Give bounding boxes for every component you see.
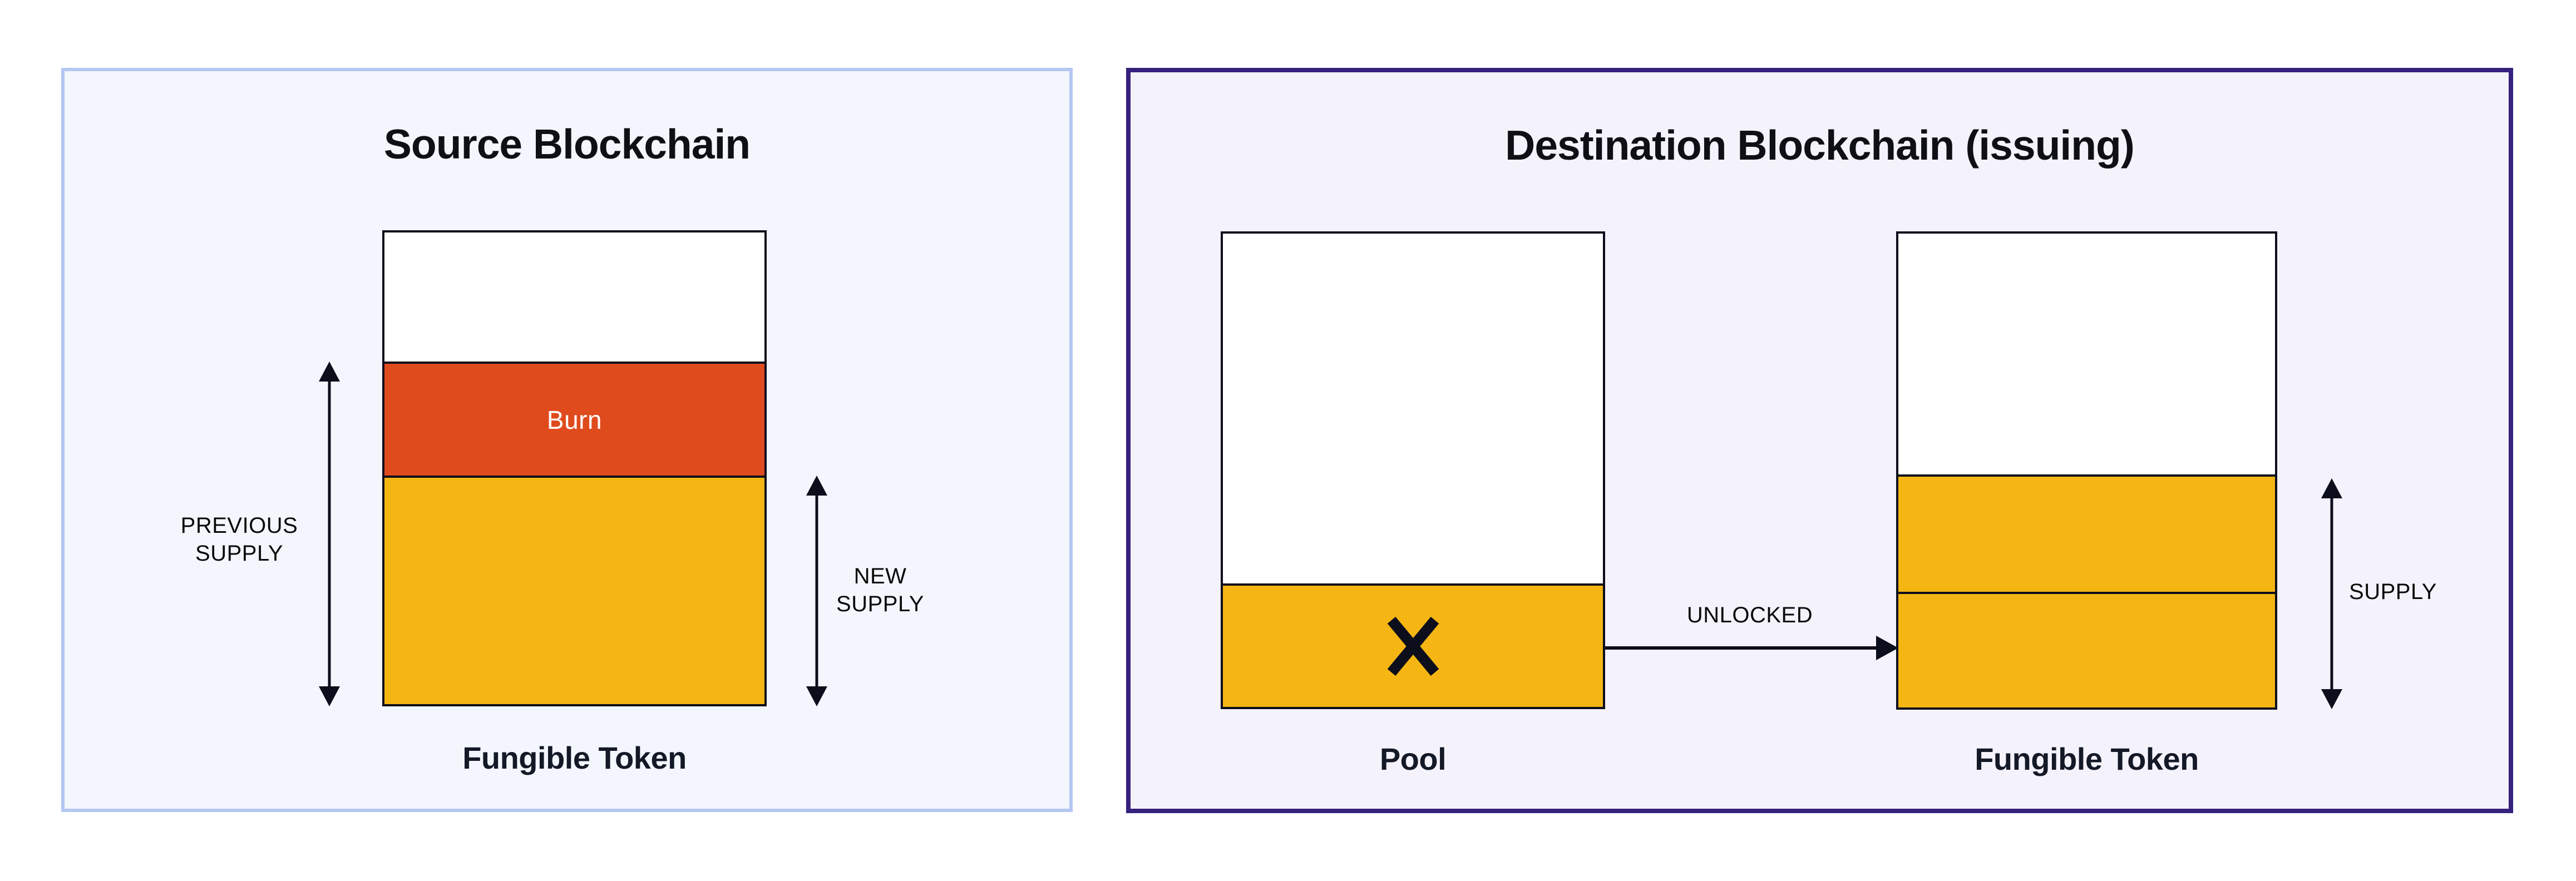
burn-section: Burn	[384, 362, 764, 476]
destination-token-bar	[1896, 231, 2277, 710]
source-token-bar: Burn	[382, 230, 767, 706]
source-token-caption: Fungible Token	[462, 740, 687, 775]
pool-caption: Pool	[1379, 741, 1447, 776]
previous-supply-arrow	[319, 362, 340, 706]
source-panel-title: Source Blockchain	[383, 121, 751, 167]
new-supply-arrow	[806, 476, 827, 706]
new-supply-label: NEW SUPPLY	[836, 564, 924, 616]
supply-label: SUPPLY	[2349, 580, 2437, 604]
source-remaining-supply-section	[384, 476, 764, 704]
pool-box	[1221, 231, 1605, 709]
destination-blockchain-panel: Destination Blockchain (issuing) UNLOCKE…	[1126, 68, 2513, 813]
previous-supply-label: PREVIOUS SUPPLY	[180, 513, 298, 566]
burn-label: Burn	[546, 405, 603, 434]
unlocked-arrow	[1605, 636, 1898, 660]
unlocked-label: UNLOCKED	[1686, 603, 1813, 627]
destination-panel-title: Destination Blockchain (issuing)	[1505, 122, 2135, 169]
destination-existing-supply-section	[1898, 474, 2275, 592]
pool-locked-tokens-section	[1223, 583, 1603, 707]
source-blockchain-panel: Source Blockchain Burn PREVIOUS SUPPLY N…	[61, 68, 1073, 812]
destination-bar-empty-section	[1898, 234, 2275, 474]
destination-unlocked-tokens-section	[1898, 592, 2275, 707]
supply-arrow	[2321, 478, 2342, 709]
x-mark-icon	[1387, 617, 1439, 676]
pool-empty-section	[1223, 234, 1603, 583]
source-bar-empty-section	[384, 232, 764, 362]
destination-token-caption: Fungible Token	[1975, 741, 2199, 776]
